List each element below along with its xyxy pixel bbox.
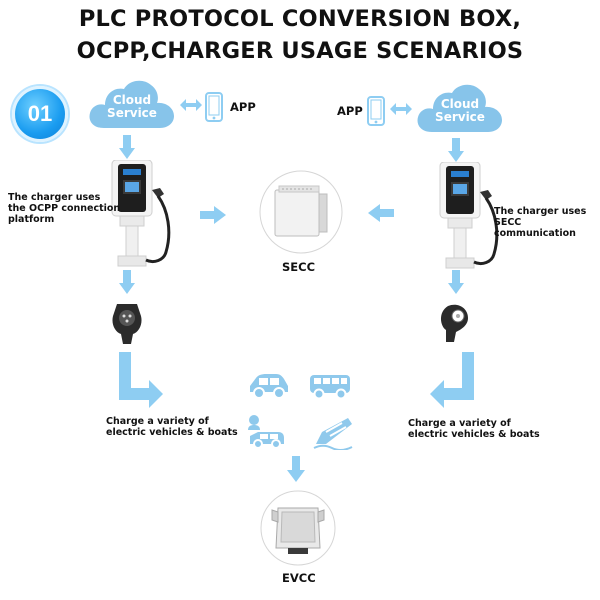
passenger-car-icon xyxy=(248,415,284,449)
label-line: electric vehicles & boats xyxy=(408,429,540,440)
cloud-icon xyxy=(89,80,174,128)
bus-icon xyxy=(310,375,350,400)
label-line: Charge a variety of xyxy=(106,416,209,427)
label-line: the OCPP connection xyxy=(8,203,121,214)
ev-charger-icon xyxy=(439,162,499,269)
left-cloud-service: Cloud Service xyxy=(86,76,178,132)
evcc-label: EVCC xyxy=(282,571,316,585)
arrow-icon xyxy=(430,352,474,408)
label-line: The charger uses xyxy=(8,192,101,203)
arrow-icon xyxy=(200,206,226,224)
secc-label: SECC xyxy=(282,260,316,274)
cloud-label-line-2: Service xyxy=(107,106,157,120)
cloud-icon xyxy=(417,84,502,132)
car-icon xyxy=(250,374,288,399)
arrow-icon xyxy=(448,270,464,294)
charging-plug-icon xyxy=(441,304,468,342)
charging-plug-icon xyxy=(112,304,142,344)
label-line: electric vehicles & boats xyxy=(106,427,238,438)
right-cloud-service: Cloud Service xyxy=(414,80,506,136)
evcc-module-icon xyxy=(260,490,336,566)
cloud-label-line-2: Service xyxy=(435,110,485,124)
arrow-icon xyxy=(448,138,464,162)
label-line: SECC communication xyxy=(494,217,576,239)
label-line: platform xyxy=(8,214,55,225)
left-vehicles-description: Charge a variety of electric vehicles & … xyxy=(106,416,238,438)
arrow-icon xyxy=(119,135,135,159)
arrow-icon xyxy=(119,270,135,294)
arrow-icon xyxy=(119,352,163,408)
label-line: The charger uses xyxy=(494,206,587,217)
right-charger-description: The charger uses SECC communication xyxy=(494,206,600,239)
double-arrow-icon xyxy=(390,103,412,115)
arrow-icon xyxy=(287,456,305,482)
left-charger-description: The charger uses the OCPP connection pla… xyxy=(8,192,120,225)
label-line: Charge a variety of xyxy=(408,418,511,429)
phone-icon xyxy=(205,92,223,122)
app-label-left: APP xyxy=(230,100,256,114)
page-title-line-2: OCPP,CHARGER USAGE SCENARIOS xyxy=(76,38,524,64)
cloud-label-line-1: Cloud xyxy=(440,97,480,111)
arrow-icon xyxy=(368,204,394,222)
page-title-line-1: PLC PROTOCOL CONVERSION BOX, xyxy=(78,6,522,32)
cloud-label-line-1: Cloud xyxy=(112,93,152,107)
ship-icon xyxy=(313,418,353,450)
ev-charger-icon xyxy=(111,160,171,267)
double-arrow-icon xyxy=(180,99,202,111)
phone-icon xyxy=(367,96,385,126)
secc-module-icon xyxy=(259,170,343,254)
step-badge: 01 xyxy=(12,86,68,142)
app-label-right: APP xyxy=(337,104,363,118)
right-vehicles-description: Charge a variety of electric vehicles & … xyxy=(408,418,540,440)
